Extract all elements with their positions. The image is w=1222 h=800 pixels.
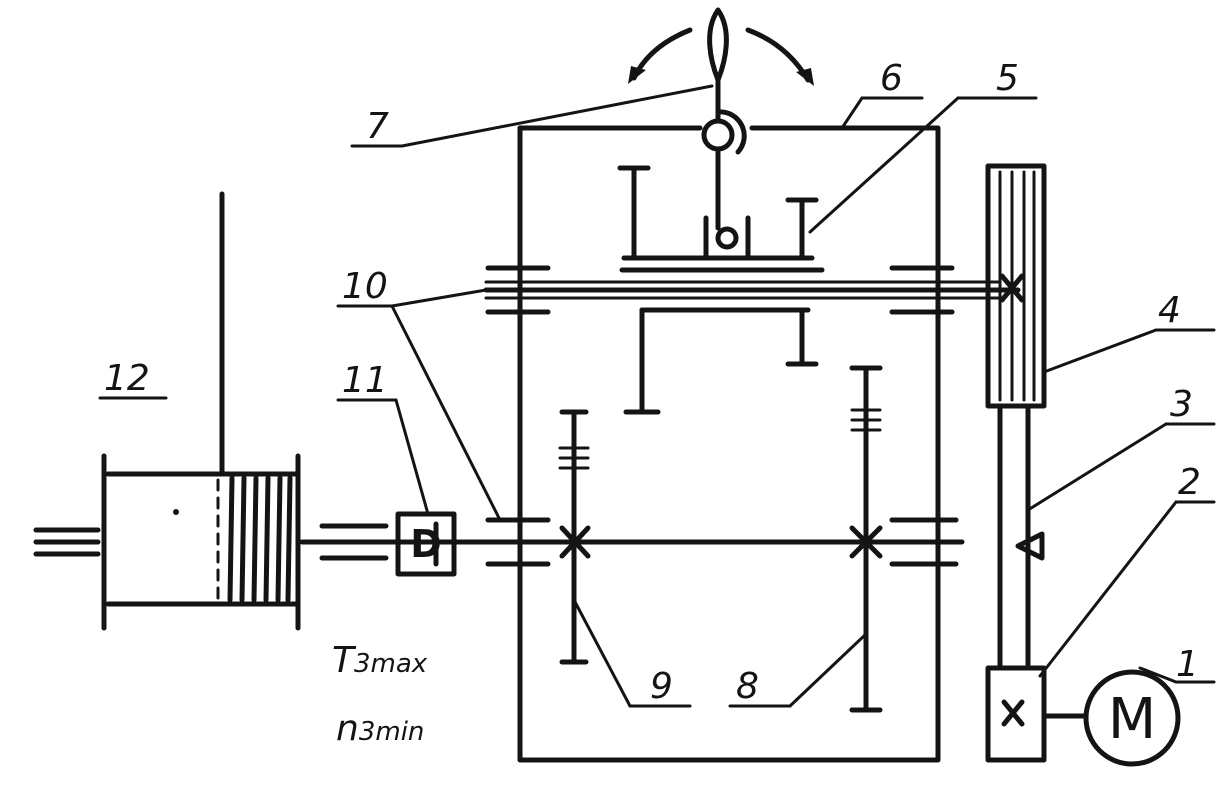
coupling-11: D	[395, 511, 457, 577]
motor-symbol: M	[1108, 687, 1156, 752]
shift-lever	[701, 7, 751, 261]
output-shaft	[299, 523, 455, 561]
label-10: 10	[342, 266, 388, 307]
torque-note: T3max	[332, 640, 428, 681]
label-3: 3	[1170, 384, 1193, 425]
motor-1: M	[1083, 669, 1181, 767]
upper-shaft	[483, 280, 1021, 300]
gear-9	[558, 409, 591, 665]
speed-symbol: n	[336, 708, 359, 749]
torque-subscript: 3max	[354, 649, 428, 679]
label-5: 5	[996, 58, 1019, 99]
label-2: 2	[1178, 462, 1201, 503]
upper-shaft-bearing-right	[889, 265, 955, 315]
label-12: 12	[104, 358, 150, 399]
label-8: 8	[736, 666, 759, 707]
belt-3	[997, 403, 1045, 671]
speed-note: n3min	[336, 708, 424, 749]
gearbox-housing	[517, 125, 941, 763]
label-4: 4	[1158, 290, 1181, 331]
label-11: 11	[342, 360, 388, 401]
upper-shaft-bearing-left	[485, 265, 551, 315]
label-7: 7	[366, 106, 389, 147]
lower-shaft-bearing-right	[889, 517, 963, 567]
label-9: 9	[650, 666, 673, 707]
belt-pulley-4	[985, 163, 1047, 409]
lower-shaft-bearing-left	[485, 517, 551, 567]
drum-shaft-bearing	[33, 527, 101, 557]
torque-symbol: T	[332, 640, 357, 681]
gear-8	[849, 365, 883, 713]
speed-subscript: 3min	[359, 717, 425, 747]
lever-swing-arrow-right	[745, 27, 814, 86]
leader-lines	[98, 84, 1216, 708]
label-6: 6	[880, 58, 903, 99]
lever-swing-arrow-left	[628, 27, 693, 84]
drum-12	[101, 191, 301, 631]
label-1: 1	[1176, 644, 1199, 685]
sliding-gear-block	[617, 165, 825, 415]
motor-pulley-2	[985, 665, 1089, 763]
